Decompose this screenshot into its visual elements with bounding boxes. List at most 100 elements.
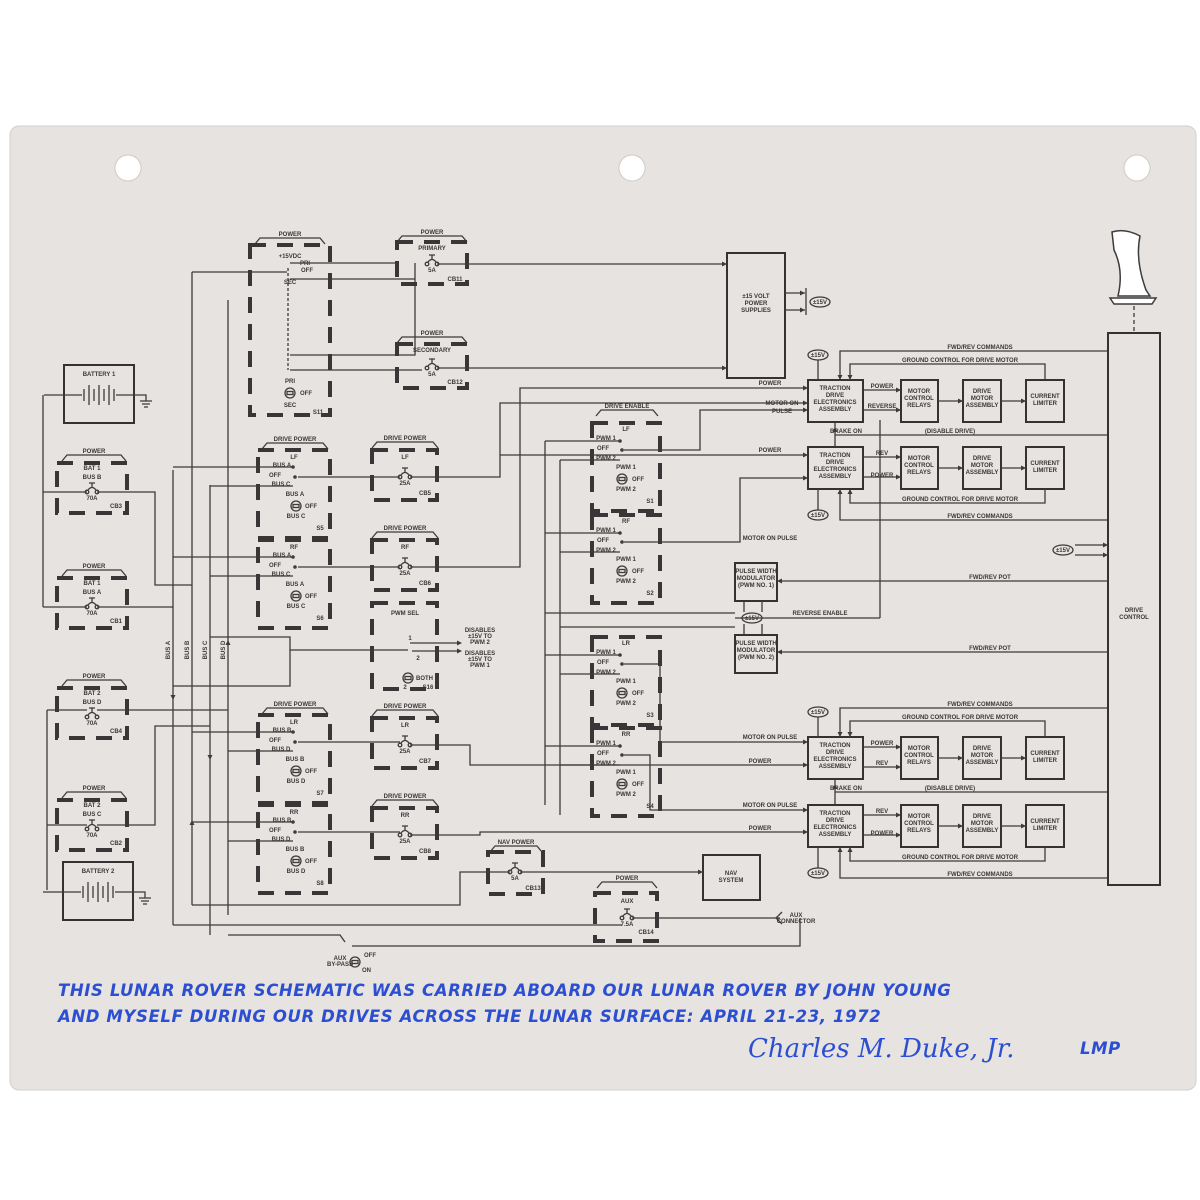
breaker-id: CB1: [110, 619, 123, 625]
traction-drive-electronics-label-line: ELECTRONICS: [813, 825, 856, 831]
breaker-wheel-label: RF: [401, 545, 409, 551]
switch-off-label-lower: OFF: [305, 504, 317, 510]
toggle-lever-icon: [404, 675, 412, 681]
pulse-label: PULSE: [772, 409, 792, 415]
wire: [290, 263, 416, 356]
switch-pwm2-label: PWM 2: [596, 761, 616, 767]
binder-hole: [114, 154, 142, 182]
toggle-switch-icon[interactable]: [616, 687, 628, 699]
breaker-rating: 25A: [399, 481, 411, 487]
plunger-icon: [622, 908, 632, 917]
breaker-battery-label: BAT 1: [84, 466, 102, 472]
toggle-switch-icon[interactable]: [402, 672, 414, 684]
ground-control-label: GROUND CONTROL FOR DRIVE MOTOR: [902, 715, 1019, 721]
switch-top-label-lower: BUS B: [286, 757, 305, 763]
ground-control-label: GROUND CONTROL FOR DRIVE MOTOR: [902, 855, 1019, 861]
supply-15v-label: ±15V: [813, 300, 827, 306]
ground-control-label: GROUND CONTROL FOR DRIVE MOTOR: [902, 358, 1019, 364]
traction-drive-electronics-label-line: DRIVE: [826, 750, 844, 756]
wire: [624, 477, 808, 543]
aux-breaker-box: [593, 891, 659, 943]
toggle-ring-icon: [290, 590, 302, 602]
breaker-switch-icon[interactable]: [84, 707, 100, 720]
s11-pri-lower: PRI: [285, 379, 295, 385]
breaker-rating: 25A: [399, 571, 411, 577]
arrow-icon: [847, 489, 853, 494]
pwm-2-label-line: MODULATOR: [737, 648, 776, 654]
traction-drive-electronics-label-line: TRACTION: [820, 811, 851, 817]
arrow-icon: [1021, 823, 1026, 829]
drive-power-header: DRIVE POWER: [274, 702, 317, 708]
breaker-switch-icon[interactable]: [424, 358, 440, 371]
toggle-switch-icon[interactable]: [290, 590, 302, 602]
current-limiter-label-line: CURRENT: [1030, 819, 1060, 825]
switch-off-label: OFF: [269, 473, 281, 479]
breaker-switch-icon[interactable]: [424, 254, 440, 267]
switch-pwm1-label-lower: PWM 1: [616, 465, 636, 471]
breaker-header-bracket: [61, 569, 127, 577]
contact-icon: [424, 365, 430, 371]
toggle-lever-icon: [618, 690, 626, 696]
arrow-icon: [837, 375, 843, 380]
switch-wheel-label: LR: [622, 641, 631, 647]
switch-off-label-lower: OFF: [305, 594, 317, 600]
toggle-switch-icon[interactable]: [349, 956, 361, 968]
breaker-switch-icon[interactable]: [84, 819, 100, 832]
breaker-id: CB4: [110, 729, 123, 735]
traction-drive-electronics-label-line: TRACTION: [820, 386, 851, 392]
nav-power-header: NAV POWER: [498, 840, 535, 846]
ground-icon: [140, 400, 152, 408]
motor-control-relays-label-line: CONTROL: [904, 463, 934, 469]
junction-dot: [620, 662, 624, 666]
contact-icon: [424, 261, 430, 267]
bus-label: BUS B: [185, 640, 191, 659]
arrow-icon: [803, 475, 808, 481]
arrow-icon: [896, 407, 901, 413]
toggle-switch-icon[interactable]: [616, 473, 628, 485]
arrow-icon: [896, 764, 901, 770]
breaker-bus-label: BUS D: [83, 700, 102, 706]
drive-power-switch-box: [256, 538, 332, 630]
switch-top-label-lower: BUS A: [286, 492, 305, 498]
toggle-switch-icon[interactable]: [616, 778, 628, 790]
contact-icon: [84, 826, 90, 832]
bus-label: BUS D: [221, 640, 227, 659]
drive-breaker-header-bracket: [371, 441, 439, 449]
arrow-icon: [847, 375, 853, 380]
toggle-switch-icon[interactable]: [284, 387, 296, 399]
toggle-switch-icon[interactable]: [290, 855, 302, 867]
power-signal-label: POWER: [749, 759, 772, 765]
toggle-switch-icon[interactable]: [290, 500, 302, 512]
drive-enable-header: DRIVE ENABLE: [605, 404, 650, 410]
toggle-switch-icon[interactable]: [616, 565, 628, 577]
switch-id: S6: [316, 616, 324, 622]
fwd-rev-commands-label: FWD/REV COMMANDS: [947, 702, 1012, 708]
wire: [352, 918, 801, 947]
supply-15v-label: ±15V: [811, 353, 825, 359]
breaker-battery-label: BAT 2: [84, 803, 102, 809]
power-supply-label-line: ±15 VOLT: [742, 294, 770, 300]
drive-breaker-header: DRIVE POWER: [384, 704, 427, 710]
aux-bypass-on: ON: [362, 968, 371, 974]
breaker-switch-icon[interactable]: [397, 557, 413, 570]
arrow-icon: [777, 578, 782, 584]
handwritten-note-line-1: THIS LUNAR ROVER SCHEMATIC WAS CARRIED A…: [58, 981, 951, 1000]
arrow-icon: [837, 732, 843, 737]
switch-pwm2-label: PWM 2: [596, 456, 616, 462]
nav-power-header-bracket: [489, 845, 543, 853]
traction-drive-electronics-box: [807, 446, 864, 490]
contact-icon: [397, 564, 403, 570]
toggle-switch-icon[interactable]: [290, 765, 302, 777]
switch-bottom-label: BUS D: [272, 837, 291, 843]
wire: [849, 847, 1046, 862]
arrow-icon: [832, 427, 838, 432]
switch-top-label-lower: BUS B: [286, 847, 305, 853]
wire: [849, 363, 1046, 380]
